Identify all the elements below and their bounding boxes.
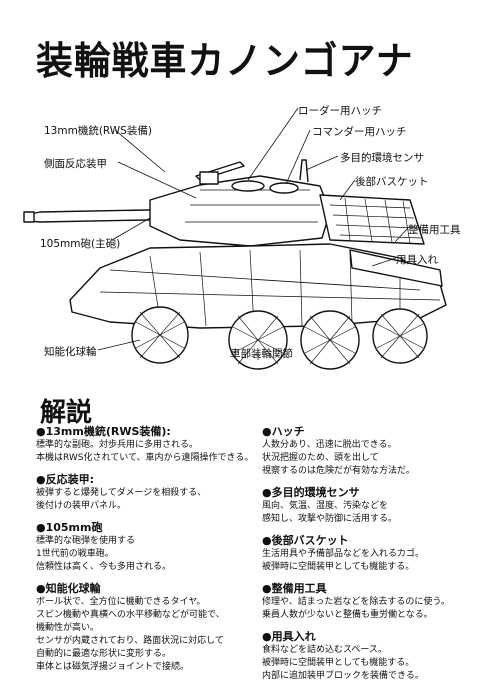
explanation-line: 生活用具や予備部品などを入れるカゴ。: [262, 549, 425, 559]
explanation-heading: ●知能化球輪: [36, 582, 101, 595]
explanation-item: ●用具入れ食料などを詰め込むスペース。被弾時に空間装甲としても機能する。内部に追…: [262, 629, 477, 683]
left-explanations: ●13mm機銃(RWS装備): 標準的な副砲。対歩兵用に多用される。本機はRWS化…: [36, 424, 261, 681]
explanation-line: 標準的な副砲。対歩兵用に多用される。: [36, 440, 199, 450]
explanation-item: ●反応装甲: 被弾すると爆発してダメージを相殺する、後付けの装甲パネル。: [36, 472, 261, 513]
label-wheel: 知能化球輪: [44, 346, 97, 358]
label-loader-hatch: ローダー用ハッチ: [298, 105, 382, 117]
explanation-item: ●後部バスケット生活用具や予備部品などを入れるカゴ。被弾時に空間装甲としても機能…: [262, 533, 477, 574]
explanation-line: 食料などを詰め込むスペース。: [262, 645, 387, 655]
explanation-line: 乗員人数が少ないと整備も重労働となる。: [262, 610, 433, 620]
explanation-line: スピン機動や真横への水平移動などが可能で、: [36, 610, 225, 620]
explanation-item: ●13mm機銃(RWS装備): 標準的な副砲。対歩兵用に多用される。本機はRWS化…: [36, 424, 261, 465]
explanation-item: ●多目的環境センサ風向、気温、湿度、汚染などを感知し、攻撃や防御に活用する。: [262, 485, 477, 526]
explanation-line: 視察するのは危険だが有効な方法だ。: [262, 466, 415, 476]
explanation-line: 修理や、詰まった岩などを除去するのに使う。: [262, 597, 450, 607]
explanation-heading: ●後部バスケット: [262, 534, 349, 547]
explanation-line: センサが内蔵されており、路面状況に対応して: [36, 636, 224, 646]
label-cannon: 105mm砲(主砲): [40, 238, 121, 250]
explanation-line: 感知し、攻撃や防御に活用する。: [262, 514, 398, 524]
explanation-heading: ●整備用工具: [262, 582, 327, 595]
label-side-armor: 側面反応装甲: [44, 158, 107, 170]
explanation-line: 車体とは磁気浮揚ジョイントで接続。: [36, 662, 190, 672]
label-sensor: 多目的環境センサ: [340, 152, 424, 164]
tank-illustration: [23, 107, 447, 370]
explanation-line: 状況把握のため、頭を出して: [262, 453, 379, 463]
explanation-item: ●ハッチ人数分あり、迅速に脱出できる。状況把握のため、頭を出して視察するのは危険…: [262, 424, 477, 478]
page-title: 装輪戦車カノンゴアナ: [36, 39, 414, 83]
explanation-heading: ●105mm砲: [36, 521, 103, 534]
right-explanations: ●ハッチ人数分あり、迅速に脱出できる。状況把握のため、頭を出して視察するのは危険…: [262, 424, 477, 690]
explanation-line: 内部に追加装甲ブロックを装備できる。: [262, 671, 424, 681]
explanation-line: 機動性が高い。: [36, 623, 100, 633]
label-joint: 車部装輪関節: [230, 348, 293, 360]
label-tools: 整備用工具: [408, 224, 461, 236]
section-heading: 解説: [40, 398, 93, 428]
label-basket: 後部バスケット: [355, 176, 429, 188]
explanation-line: 人数分あり、迅速に脱出できる。: [262, 440, 397, 450]
label-commander-hatch: コマンダー用ハッチ: [312, 126, 407, 138]
explanation-item: ●105mm砲標準的な砲弾を使用する 1世代前の戦車砲。信頼性は高く、今も多用され…: [36, 520, 261, 574]
explanation-line: 風向、気温、湿度、汚染などを: [262, 501, 389, 511]
label-box: 用具入れ: [396, 254, 438, 266]
explanation-line: 自動的に最適な形状に変形する。: [36, 649, 172, 659]
explanation-line: 標準的な砲弾を使用する: [36, 536, 136, 546]
explanation-line: 被弾時に空間装甲としても機能する。: [262, 658, 415, 668]
explanation-heading: ●用具入れ: [262, 630, 316, 643]
explanation-line: 被弾すると爆発してダメージを相殺する、: [36, 488, 207, 498]
explanation-heading: ●反応装甲:: [36, 473, 94, 486]
label-mg: 13mm機銃(RWS装備): [44, 125, 152, 137]
explanation-line: 後付けの装甲パネル。: [36, 501, 127, 511]
explanation-heading: ●13mm機銃(RWS装備):: [36, 425, 171, 438]
explanation-item: ●知能化球輪ボール状で、全方位に機動できるタイヤ。スピン機動や真横への水平移動な…: [36, 581, 261, 674]
explanation-line: 本機はRWS化されていて、車内から遠隔操作できる。: [36, 453, 254, 463]
explanation-line: 信頼性は高く、今も多用される。: [36, 562, 172, 572]
explanation-heading: ●多目的環境センサ: [262, 486, 360, 499]
explanation-line: ボール状で、全方位に機動できるタイヤ。: [36, 597, 206, 607]
explanation-item: ●整備用工具修理や、詰まった岩などを除去するのに使う。乗員人数が少ないと整備も重…: [262, 581, 477, 622]
explanation-line: 被弾時に空間装甲としても機能する。: [262, 562, 415, 572]
explanation-heading: ●ハッチ: [262, 425, 305, 438]
explanation-line: 1世代前の戦車砲。: [36, 549, 114, 559]
